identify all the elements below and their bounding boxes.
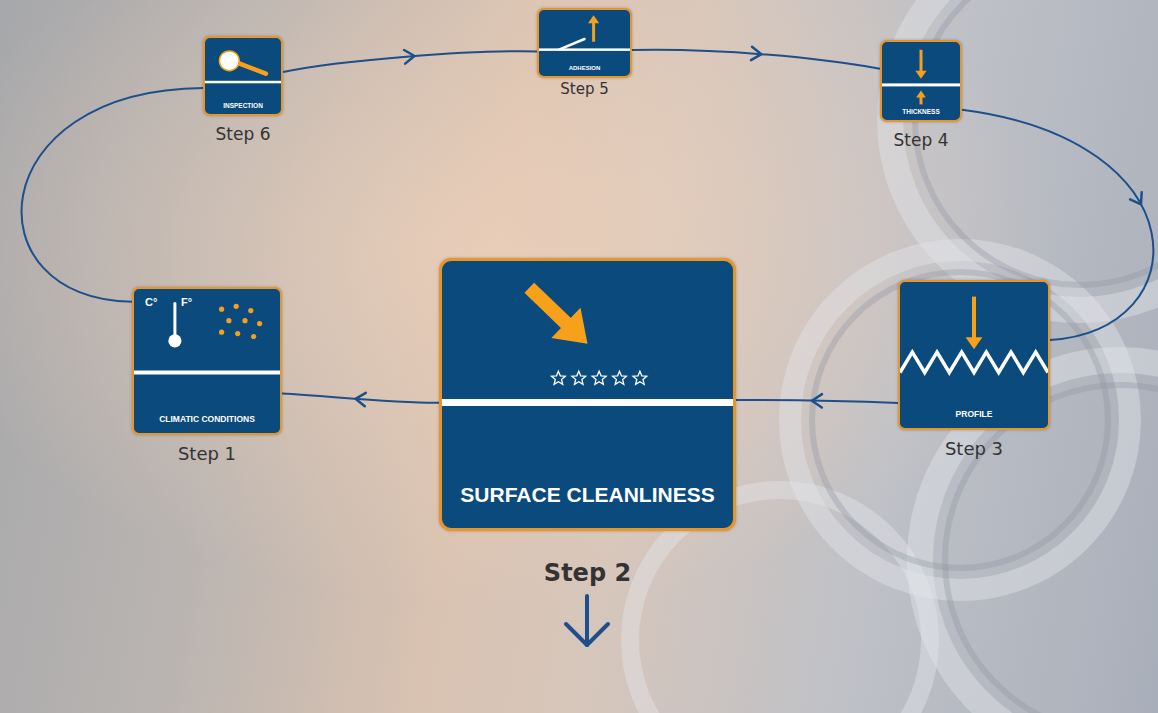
connector-line: [736, 400, 898, 403]
cycle-connector: [632, 47, 880, 69]
step-icon: INSPECTIONStep 6: [203, 36, 283, 116]
step-icon: ADHESIONStep 5: [537, 8, 632, 78]
cycle-connector: [282, 393, 439, 407]
step-symbol: [900, 282, 1048, 428]
arrowhead: [751, 47, 761, 61]
step-title: CLIMATIC CONDITIONS: [134, 415, 280, 424]
step-number: Step 4: [894, 130, 949, 150]
connector-line: [632, 50, 880, 69]
step-icon: THICKNESSStep 4: [880, 40, 962, 122]
step-number: Step 2: [544, 559, 631, 587]
cycle-connector: [283, 50, 537, 72]
pipe-shadows: [812, 0, 1158, 713]
step-title: INSPECTION: [205, 102, 281, 109]
step-number: Step 1: [178, 443, 236, 464]
cycle-connector: [736, 394, 898, 408]
step-title: ADHESION: [539, 65, 630, 72]
cycle-connector: [22, 88, 203, 302]
step-number: Step 6: [216, 124, 271, 144]
step-icon: PROFILEStep 3: [898, 280, 1050, 430]
arrowhead: [1130, 192, 1142, 204]
step-title: SURFACE CLEANLINESS: [442, 483, 733, 506]
arrowhead: [812, 394, 822, 408]
step-icon: CLIMATIC CONDITIONSStep 1: [132, 287, 282, 435]
step-icon: SURFACE CLEANLINESSStep 2: [439, 258, 736, 531]
step-number: Step 5: [560, 80, 608, 98]
step-number: Step 3: [945, 438, 1003, 459]
unit-label: F°: [181, 297, 192, 308]
arrowhead: [404, 50, 414, 64]
down-arrow: [566, 596, 608, 645]
step-title: PROFILE: [900, 410, 1048, 419]
unit-label: C°: [145, 297, 157, 308]
connector-line: [22, 88, 203, 302]
arrowhead: [356, 393, 366, 407]
step-title: THICKNESS: [882, 108, 960, 115]
step-symbol: [134, 289, 280, 433]
